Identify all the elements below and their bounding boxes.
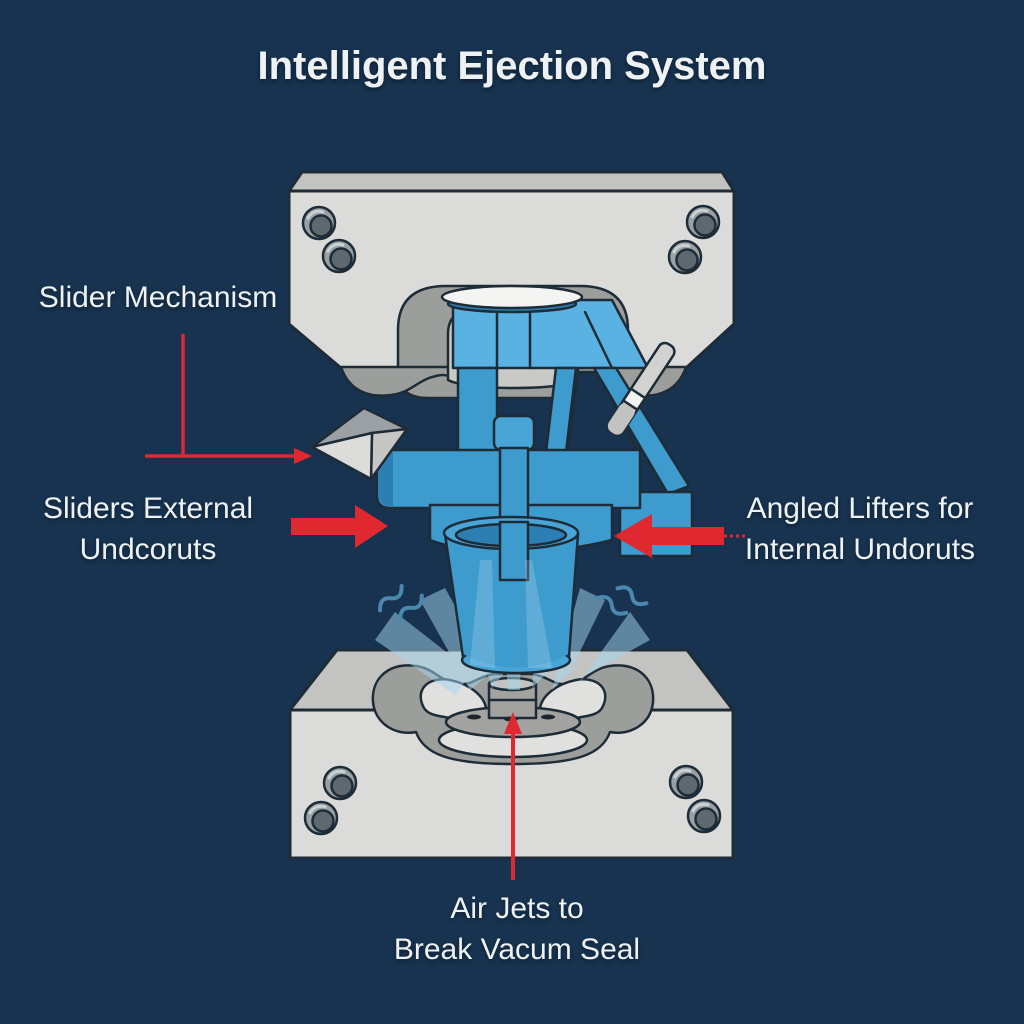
label-line: Undcoruts	[79, 533, 217, 566]
label-line: Air Jets to	[450, 892, 584, 925]
internal-undercut-arrow	[614, 514, 746, 558]
vibration-squiggles	[378, 584, 649, 623]
vent-slot	[467, 714, 481, 720]
part-right-leg	[592, 366, 691, 496]
bolt-hole-icon	[685, 204, 721, 240]
label-line: Break Vacum Seal	[393, 933, 641, 966]
angled-lifter-pin	[606, 341, 676, 436]
bolt-hole-icon	[686, 798, 722, 834]
lifter-rod-tip	[607, 403, 635, 435]
bolt-hole-icon	[303, 800, 339, 836]
part-window-cutout	[564, 370, 644, 464]
bolt-hole-icon	[322, 765, 358, 801]
squiggle-icon	[615, 585, 649, 607]
external-undercut-arrow	[291, 505, 388, 548]
lifter-rod-band	[622, 387, 647, 412]
ejector-pin-in-cup	[498, 520, 530, 582]
air-jet-arrow	[504, 712, 522, 880]
bolt-hole-icon	[668, 764, 704, 800]
part-runner-bar-end	[379, 452, 393, 506]
part-left-column	[456, 366, 499, 456]
vent-slot	[541, 714, 555, 720]
bolt-hole-icon	[667, 239, 703, 275]
label-line: Internal Undoruts	[744, 533, 976, 566]
part-cap	[440, 284, 584, 310]
wedge-front-face	[310, 431, 374, 481]
air-jets-through-cup	[470, 560, 552, 668]
squiggle-icon	[398, 593, 424, 623]
label-angled-lifters: Angled Lifters for Internal Undoruts	[722, 488, 998, 570]
slider-wedge	[310, 406, 409, 481]
air-jet-beam	[570, 612, 650, 695]
label-line: Slider Mechanism	[38, 281, 278, 314]
bolt-hole-icon	[301, 205, 337, 241]
ejector-pin-flange	[492, 414, 536, 452]
squiggle-icon	[595, 594, 629, 616]
label-slider-mechanism: Slider Mechanism	[28, 277, 288, 318]
label-sliders-external-undercuts: Sliders External Undcoruts	[16, 488, 280, 570]
label-line: Sliders External	[42, 492, 254, 525]
air-jet-beam	[375, 612, 472, 695]
top-plate-top-face	[287, 170, 736, 193]
bolt-hole-icon	[321, 238, 357, 274]
squiggle-icon	[378, 584, 404, 613]
annotation-arrows	[145, 334, 746, 880]
label-air-jets: Air Jets to Break Vacum Seal	[362, 888, 672, 970]
slider-leader-arrow	[145, 334, 312, 464]
page-title: Intelligent Ejection System	[257, 44, 767, 88]
molded-part-cup	[442, 515, 580, 675]
label-line: Angled Lifters for	[746, 492, 974, 525]
